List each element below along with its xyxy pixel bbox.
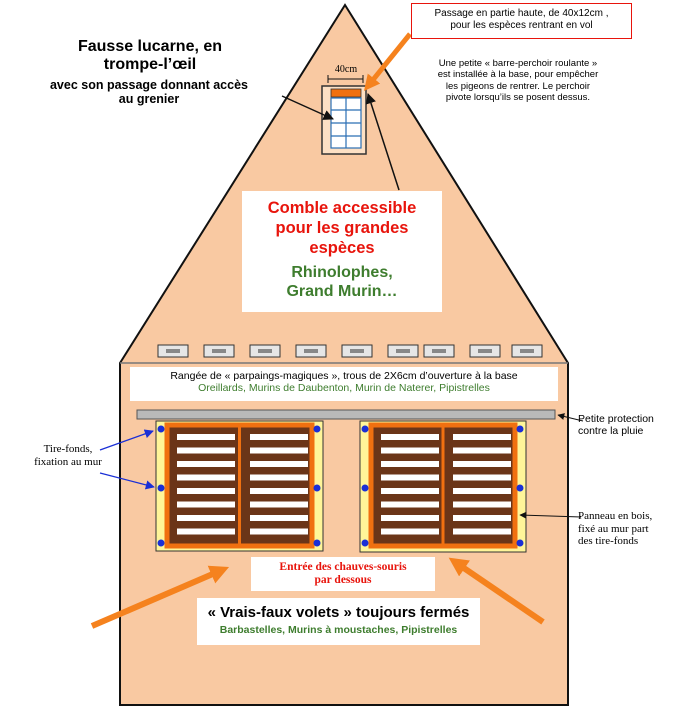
shutter-left <box>155 420 324 552</box>
shutter-slat <box>177 474 235 481</box>
arrow-entree-2 <box>448 557 545 625</box>
shutter-slat <box>381 474 439 481</box>
shutter-slat <box>453 474 511 481</box>
shutter-slat <box>453 528 511 535</box>
shutter-right <box>359 420 527 553</box>
shutter-slat <box>250 488 308 494</box>
parpaings-line1: Rangée de « parpaings-magiques », trous … <box>170 370 518 382</box>
parpaings-row <box>157 344 543 358</box>
arrow-tirefonds-2 <box>99 472 155 490</box>
arrow-protection <box>557 413 584 422</box>
barre-note-line1: Une petite « barre-perchoir roulante » <box>438 58 598 69</box>
shutter-slat <box>453 488 511 494</box>
comble-line2: pour les grandes <box>275 218 409 237</box>
lucarne-title-line2: trompe-l’œil <box>103 56 197 74</box>
lucarne-title: Fausse lucarne, en trompe-l’œil <box>30 38 270 75</box>
arrow-comble <box>365 93 400 191</box>
comble-box: Comble accessible pour les grandes espèc… <box>242 191 442 312</box>
arrow-entree-1 <box>90 565 230 629</box>
barre-note: Une petite « barre-perchoir roulante » e… <box>418 58 618 104</box>
shutter-slat <box>250 434 308 440</box>
barre-note-line4: pivote lorsqu’ils se posent dessus. <box>445 92 591 104</box>
volets-line2: Barbastelles, Murins à moustaches, Pipis… <box>219 624 458 637</box>
arrow-passage <box>363 32 412 91</box>
shutter-slat <box>453 447 511 454</box>
volets-box: « Vrais-faux volets » toujours fermés Ba… <box>197 598 480 645</box>
arrow-panneau <box>519 511 582 519</box>
shutter-slat <box>381 461 439 467</box>
shutter-slat <box>381 447 439 454</box>
passage-note-line1: Passage en partie haute, de 40x12cm , <box>434 8 609 19</box>
parpaings-box: Rangée de « parpaings-magiques », trous … <box>130 367 558 401</box>
shutter-slat <box>177 434 235 440</box>
shutter-slat <box>177 528 235 535</box>
parpaings-line2: Oreillards, Murins de Daubenton, Murin d… <box>198 382 490 395</box>
shutter-slat <box>381 501 439 508</box>
arrow-tirefonds-1 <box>99 429 154 451</box>
barre-note-line2: est installée à la base, pour empêcher <box>437 69 599 81</box>
dimension-label: 40cm <box>334 64 358 75</box>
shutter-slat <box>177 488 235 494</box>
barre-note-line3: les pigeons de rentrer. Le perchoir <box>445 80 591 92</box>
shutter-slat <box>453 461 511 467</box>
entree-box: Entrée des chauves-souris par dessous <box>251 557 435 591</box>
shutter-slat <box>381 528 439 535</box>
panneau-line3: des tire-fonds <box>578 535 639 548</box>
shutter-slat <box>381 434 439 440</box>
shutter-slat <box>453 515 511 521</box>
comble-line3: espèces <box>309 238 375 257</box>
panneau-note: Panneau en bois, fixé au mur part des ti… <box>578 510 674 548</box>
lucarne-subtitle-line1: avec son passage donnant accès <box>49 78 248 92</box>
rain-protection-bar <box>136 409 556 420</box>
shutter-slat <box>250 528 308 535</box>
tirefonds-note: Tire-fonds, fixation au mur <box>18 443 118 468</box>
shutter-slat <box>250 515 308 521</box>
shutter-slat <box>381 515 439 521</box>
shutter-slat <box>250 474 308 481</box>
passage-note-line2: pour les espèces rentrant en vol <box>450 19 593 31</box>
arrow-lucarne <box>281 95 334 120</box>
shutter-slat <box>177 515 235 521</box>
shutter-slat <box>177 461 235 467</box>
shutter-slat <box>250 501 308 508</box>
entree-line2: par dessous <box>314 574 372 587</box>
comble-line1: Comble accessible <box>267 199 417 217</box>
protection-note: Petite protection contre la pluie <box>578 413 674 437</box>
shutter-slat <box>177 501 235 508</box>
panneau-line1: Panneau en bois, <box>578 510 653 522</box>
passage-note-box: Passage en partie haute, de 40x12cm , po… <box>411 3 632 39</box>
lucarne-subtitle-line2: au grenier <box>118 92 180 107</box>
shutter-slat <box>453 501 511 508</box>
lucarne-subtitle: avec son passage donnant accès au grenie… <box>18 78 280 107</box>
protection-line2: contre la pluie <box>578 425 644 438</box>
panneau-line2: fixé au mur part <box>578 522 649 535</box>
shutter-slat <box>381 488 439 494</box>
comble-line4: Rhinolophes, <box>291 264 393 281</box>
shutter-slat <box>250 447 308 454</box>
tirefonds-line1: Tire-fonds, <box>43 443 93 455</box>
shutter-slat <box>177 447 235 454</box>
shutter-slat <box>453 434 511 440</box>
lucarne-title-line1: Fausse lucarne, en <box>77 38 223 55</box>
entree-line1: Entrée des chauves-souris <box>279 561 407 573</box>
volets-line1: « Vrais-faux volets » toujours fermés <box>207 604 470 621</box>
dormer-window <box>321 85 367 155</box>
protection-line1: Petite protection <box>578 413 654 425</box>
shutter-slat <box>250 461 308 467</box>
tirefonds-line2: fixation au mur <box>34 455 102 468</box>
comble-line5: Grand Murin… <box>286 283 398 301</box>
